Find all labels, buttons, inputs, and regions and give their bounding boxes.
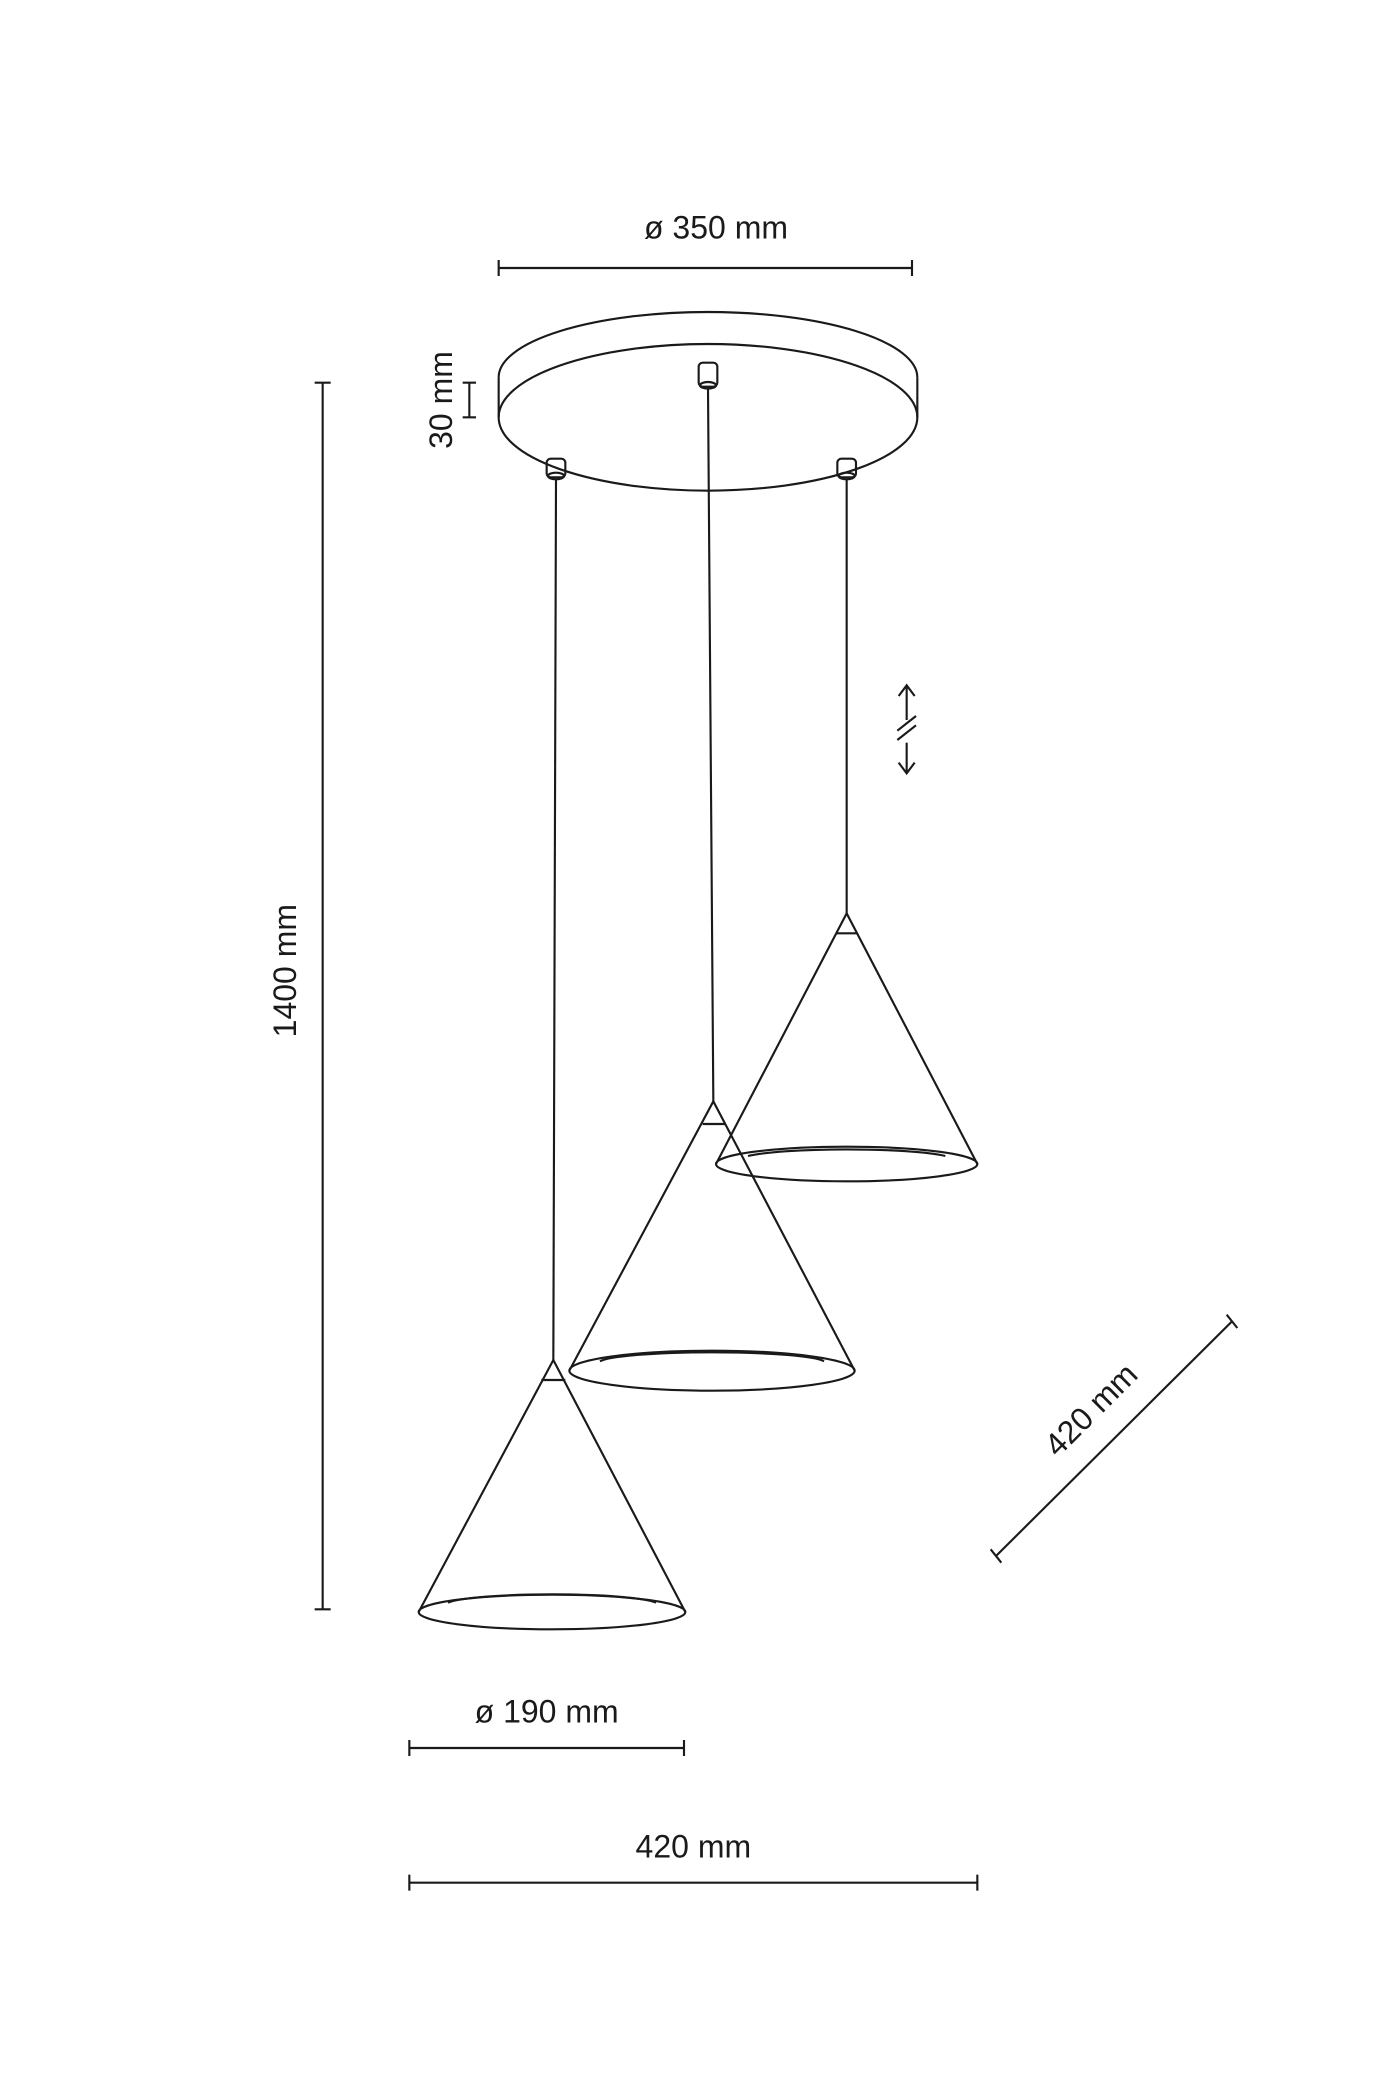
dim-shade-diameter: ø 190 mm bbox=[408, 1694, 686, 1756]
total-width-label: 420 mm bbox=[636, 1828, 752, 1864]
cord-holders bbox=[545, 361, 858, 481]
shade-diameter-label: ø 190 mm bbox=[475, 1694, 619, 1730]
dim-depth: 420 mm bbox=[989, 1314, 1239, 1564]
dim-canopy-diameter: ø 350 mm bbox=[497, 210, 914, 276]
dim-canopy-height: 30 mm bbox=[423, 351, 476, 449]
shade-left bbox=[417, 1357, 687, 1631]
adjustable-arrow-icon bbox=[896, 683, 917, 776]
shade-middle bbox=[568, 1099, 856, 1392]
shade-right bbox=[714, 911, 979, 1183]
depth-label: 420 mm bbox=[1037, 1356, 1144, 1463]
canopy-diameter-label: ø 350 mm bbox=[644, 210, 788, 246]
cords bbox=[552, 387, 848, 1361]
dim-total-height: 1400 mm bbox=[267, 381, 331, 1611]
dim-total-width: 420 mm bbox=[408, 1828, 979, 1891]
total-height-label: 1400 mm bbox=[267, 904, 303, 1037]
canopy-height-label: 30 mm bbox=[423, 351, 459, 449]
